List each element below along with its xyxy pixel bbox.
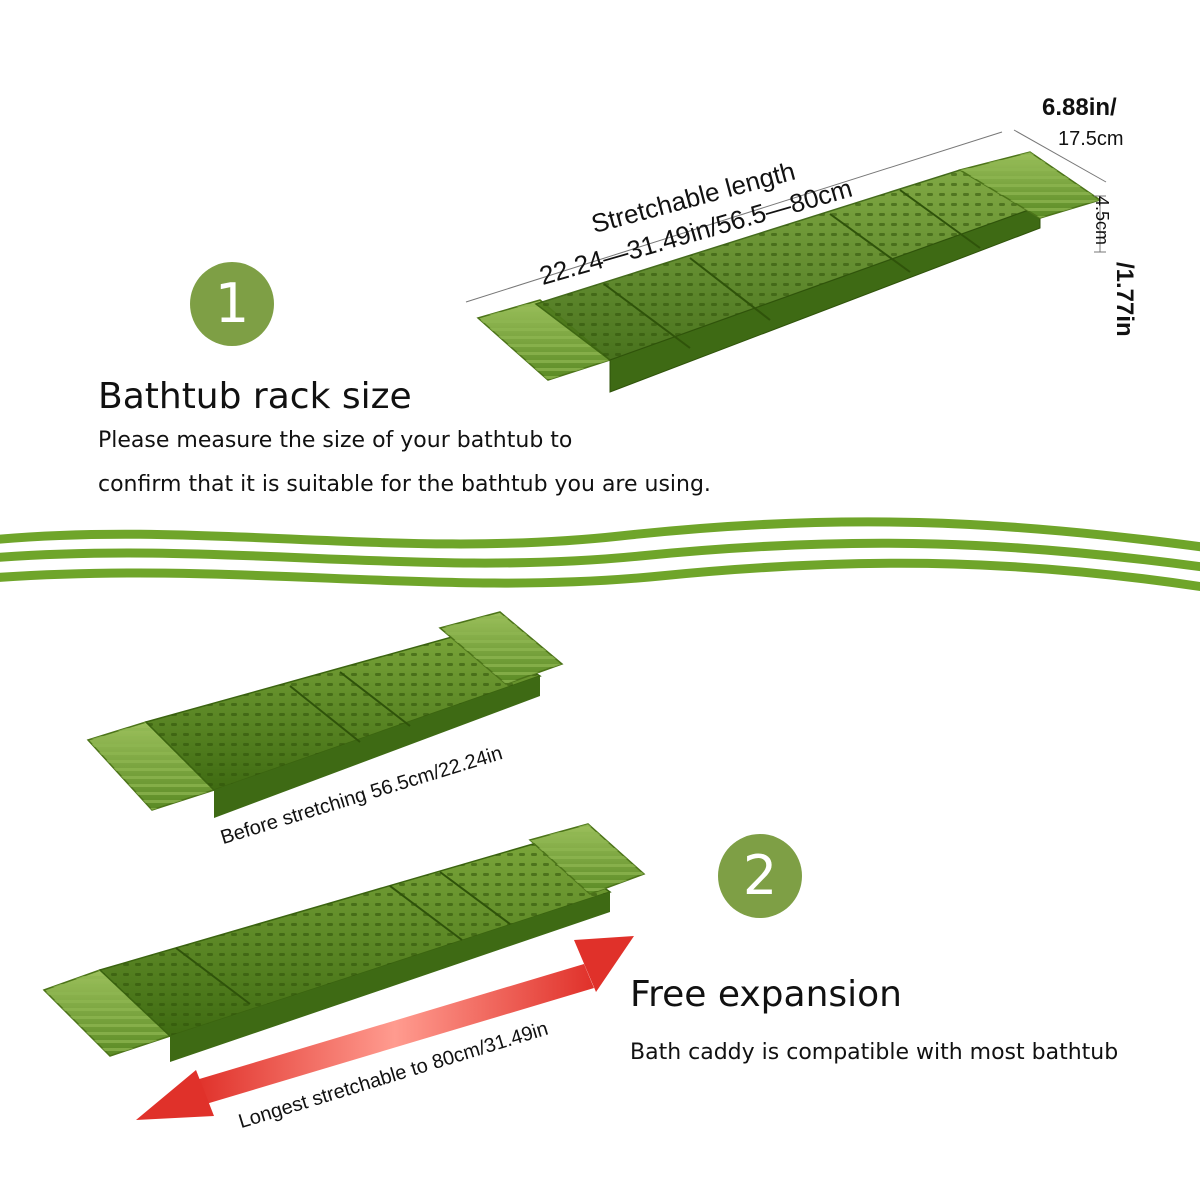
wave-divider	[0, 517, 1200, 592]
width-cm-label: 17.5cm	[1058, 128, 1124, 150]
section-1-title: Bathtub rack size	[98, 376, 412, 417]
section-2-title: Free expansion	[630, 974, 902, 1015]
section-2-line-1: Bath caddy is compatible with most batht…	[630, 1040, 1119, 1065]
section-1-line-1: Please measure the size of your bathtub …	[98, 428, 573, 453]
height-cm-label: 4.5cm	[1092, 196, 1112, 246]
tray-before-illustration	[86, 611, 564, 818]
step-2-badge: 2	[718, 834, 802, 918]
tray-top-illustration	[465, 129, 1107, 393]
height-in-label: /1.77in	[1111, 262, 1138, 337]
section-1-line-2: confirm that it is suitable for the bath…	[98, 472, 711, 497]
step-1-badge: 1	[190, 262, 274, 346]
width-in-label: 6.88in/	[1042, 94, 1117, 121]
tray-expanded-illustration	[42, 823, 646, 1062]
expansion-arrow	[136, 936, 634, 1120]
